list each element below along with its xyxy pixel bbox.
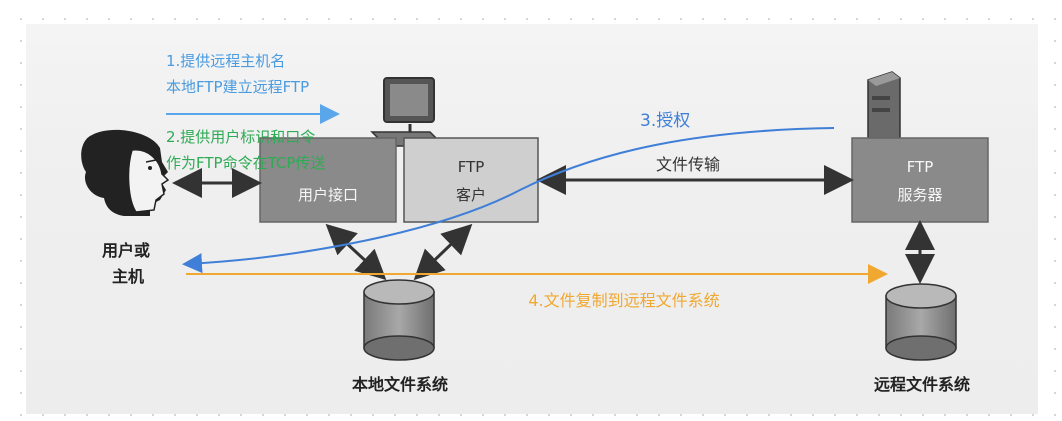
- step3-label: 3.授权: [640, 111, 690, 131]
- ftp-client-label-line2: 客户: [456, 186, 486, 204]
- local-file-system-cylinder: [363, 279, 435, 361]
- user-interface-label: 用户接口: [298, 186, 358, 204]
- interface-to-local-fs-arrow: [325, 223, 387, 281]
- remote-file-system-cylinder: [885, 283, 957, 361]
- file-transfer-label: 文件传输: [656, 155, 720, 174]
- step2-line2: 作为FTP命令在TCP传送: [166, 154, 325, 172]
- user-label-line1: 用户或: [102, 241, 150, 260]
- step1-line1: 1.提供远程主机名: [166, 52, 285, 70]
- ftp-server-label-line2: 服务器: [897, 186, 942, 204]
- local-file-system-label: 本地文件系统: [352, 375, 448, 394]
- computer-icon: [370, 77, 446, 147]
- step2-line1: 2.提供用户标识和口令: [166, 128, 315, 146]
- ftp-server-label-line1: FTP: [907, 158, 934, 176]
- user-interface-box: [259, 137, 397, 223]
- step4-label: 4.文件复制到远程文件系统: [528, 291, 719, 310]
- client-to-local-fs-arrow: [413, 223, 473, 281]
- ftp-server-box: [851, 137, 989, 223]
- step1-line2: 本地FTP建立远程FTP: [166, 78, 309, 96]
- user-label-line2: 主机: [112, 267, 144, 286]
- step3-authorization-arrow: [182, 127, 835, 274]
- remote-file-system-label: 远程文件系统: [874, 375, 970, 394]
- user-person-icon: [81, 129, 170, 216]
- ftp-client-box: [403, 137, 539, 223]
- ftp-client-label-line1: FTP: [458, 158, 485, 176]
